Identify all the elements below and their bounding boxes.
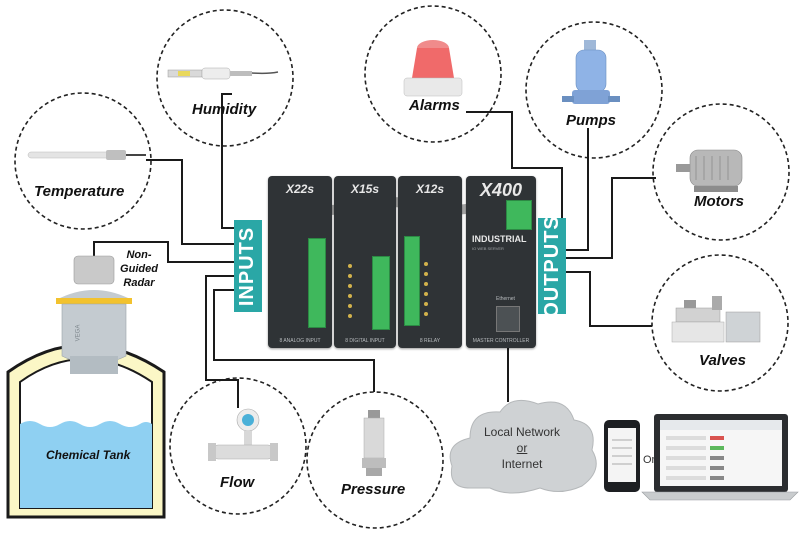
module-x15s-title: X15s <box>350 182 380 196</box>
module-x400: X400 INDUSTRIAL IO WEB SERVER Ethernet M… <box>466 176 536 348</box>
valve-icon <box>671 296 761 343</box>
module-x400-title: X400 <box>479 180 523 200</box>
pressure-label: Pressure <box>341 481 406 498</box>
module-x12s-led <box>424 262 428 266</box>
module-x12s-led <box>424 302 428 306</box>
valves-label: Valves <box>699 352 746 369</box>
module-x22s: X22s 8 ANALOG INPUT <box>268 176 332 348</box>
pump-icon <box>562 40 620 104</box>
module-x12s-terminal <box>404 236 420 326</box>
alarm-beacon-icon <box>403 40 463 97</box>
module-x12s: X12s 8 RELAY <box>398 176 462 348</box>
module-x12s-led <box>424 282 428 286</box>
module-x400-brand-sub: IO WEB SERVER <box>472 246 504 251</box>
network-label: Local Network or Internet <box>468 424 576 472</box>
module-x12s-led <box>424 312 428 316</box>
flow-meter-icon <box>208 408 278 461</box>
temperature-sensor-icon <box>27 150 146 160</box>
temperature-label: Temperature <box>34 183 125 200</box>
or-label: Or <box>643 454 656 466</box>
module-x12s-led <box>424 292 428 296</box>
tank-label: Chemical Tank <box>46 448 131 462</box>
radar-label: Non- Guided Radar <box>112 248 166 290</box>
humidity-label: Humidity <box>192 101 257 118</box>
flow-label: Flow <box>220 474 255 491</box>
network-label-line1: Local Network <box>483 425 561 439</box>
radar-brand: VEGA <box>75 324 82 342</box>
network-cloud <box>449 399 597 494</box>
network-label-line3: Internet <box>501 457 543 471</box>
module-x15s-led <box>348 304 352 308</box>
module-x22s-title: X22s <box>285 182 315 196</box>
laptop-icon <box>641 414 799 501</box>
module-x22s-terminal <box>308 238 326 328</box>
module-x15s-led <box>348 284 352 288</box>
chemical-tank <box>6 343 166 519</box>
module-x15s-led <box>348 294 352 298</box>
radar-label-line3: Radar <box>123 277 155 289</box>
module-x15s-led <box>348 274 352 278</box>
smartphone-icon <box>604 420 640 492</box>
module-x15s-terminal <box>372 256 390 330</box>
pressure-sensor-icon <box>362 410 386 476</box>
motors-label: Motors <box>694 193 744 210</box>
motor-icon <box>676 149 743 192</box>
module-x400-terminal <box>506 200 532 230</box>
inputs-bar-label: INPUTS <box>236 226 259 306</box>
outputs-bar-label: OUTPUTS <box>540 214 563 318</box>
module-x22s-footer: 8 ANALOG INPUT <box>279 338 321 344</box>
module-x400-brand: INDUSTRIAL <box>472 234 527 244</box>
module-x400-port-label: Ethernet <box>496 296 515 302</box>
alarms-label: Alarms <box>409 97 460 114</box>
module-x400-footer: MASTER CONTROLLER <box>472 338 530 344</box>
module-x12s-title: X12s <box>415 182 445 196</box>
humidity-sensor-icon <box>167 67 279 80</box>
radar-label-line1: Non- <box>126 249 152 261</box>
radar-sensor-icon <box>56 255 132 374</box>
module-x15s-led <box>348 314 352 318</box>
module-x15s-footer: 8 DIGITAL INPUT <box>345 338 385 344</box>
outputs-bar: OUTPUTS <box>538 215 566 317</box>
module-x12s-led <box>424 272 428 276</box>
module-x15s: X15s 8 DIGITAL INPUT <box>334 176 396 348</box>
inputs-bar: INPUTS <box>234 220 262 312</box>
temperature-circle <box>14 92 152 230</box>
module-x15s-led <box>348 264 352 268</box>
network-label-line2: or <box>516 441 528 455</box>
radar-label-line2: Guided <box>120 263 158 275</box>
pumps-label: Pumps <box>566 112 617 129</box>
ethernet-port[interactable] <box>496 306 520 332</box>
module-x12s-footer: 8 RELAY <box>419 338 441 344</box>
